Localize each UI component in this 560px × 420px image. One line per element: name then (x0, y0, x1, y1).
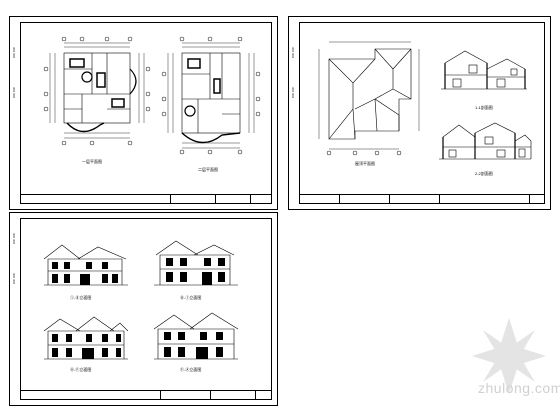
drawing-caption: 屋顶平面图 (355, 161, 375, 166)
roof-plan-drawing (318, 41, 420, 156)
elevation-2-drawing (154, 240, 238, 286)
sheet-inner-border (299, 22, 545, 204)
title-block (299, 194, 545, 204)
drawing-caption: 二层平面图 (198, 167, 218, 172)
drawing-caption: ①-⑧立面图 (70, 295, 92, 300)
sheet-elevations: ▯▯ ▯▯ ①-⑧立面图 ⑧-①立面图 (9, 212, 278, 406)
elevation-4-drawing (153, 312, 239, 360)
first-floor-plan-drawing (43, 36, 151, 146)
drawing-caption: Ⓕ-Ⓐ立面图 (180, 367, 202, 372)
drawing-caption: 一层平面图 (82, 159, 102, 164)
sheet-floor-plans: ▯▯ ▯▯ 一层平面图 (9, 16, 278, 210)
title-block (20, 194, 272, 204)
sheet-inner-border (20, 22, 272, 204)
drawing-caption: 2-2剖面图 (475, 171, 493, 176)
sheet-side-label: ▯▯ (290, 47, 296, 59)
sheet-side-label: ▯▯ (11, 87, 17, 99)
drawing-caption: ⑧-①立面图 (180, 295, 202, 300)
sheet-side-label: ▯▯ (290, 87, 296, 99)
elevation-1-drawing (43, 244, 128, 286)
watermark-logo-icon (472, 318, 546, 394)
sheet-side-label: ▯▯ (11, 47, 17, 59)
sheet-roof-plan-sections: ▯▯ ▯▯ 屋顶平面图 1-1剖面图 (288, 16, 551, 210)
sheet-inner-border (20, 218, 272, 400)
drawing-caption: 1-1剖面图 (475, 105, 493, 110)
section-2-2-drawing (439, 122, 532, 160)
second-floor-plan-drawing (161, 36, 261, 155)
drawing-caption: Ⓐ-Ⓕ立面图 (70, 367, 92, 372)
watermark-text: zhulong.com (478, 380, 560, 396)
elevation-3-drawing (43, 316, 129, 360)
title-block (20, 390, 272, 400)
section-1-1-drawing (441, 50, 527, 90)
sheet-side-label: ▯▯ (11, 233, 17, 245)
sheet-side-label: ▯▯ (11, 273, 17, 285)
